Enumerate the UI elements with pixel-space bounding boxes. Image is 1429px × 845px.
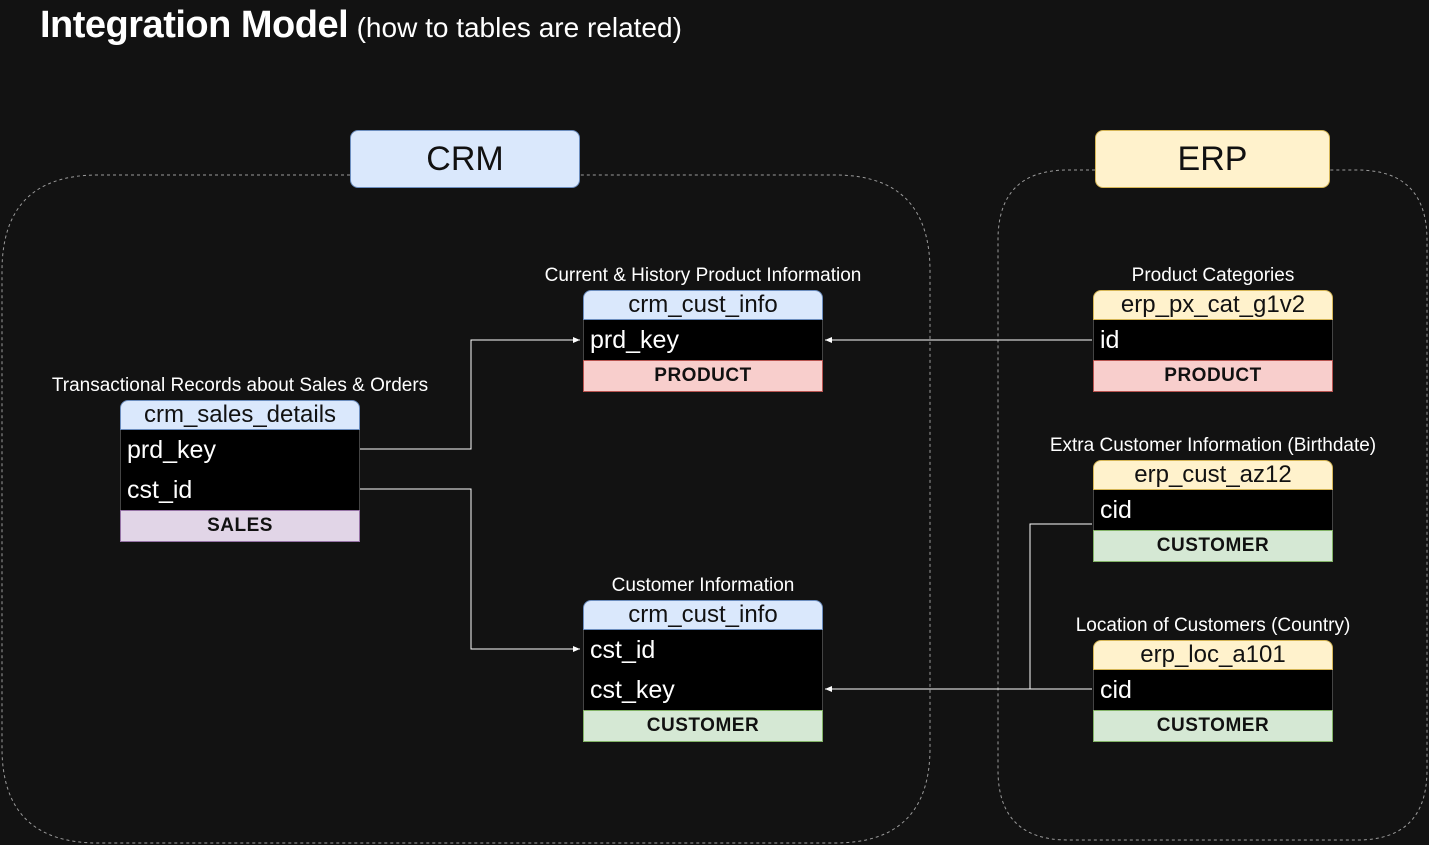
prd-caption: Current & History Product Information <box>544 265 862 286</box>
table-name: erp_px_cat_g1v2 <box>1093 290 1333 320</box>
table-name: crm_sales_details <box>120 400 360 430</box>
cust-caption: Customer Information <box>611 575 795 596</box>
field-cst-key: cst_key <box>590 676 675 704</box>
sales-tag: SALES <box>120 510 360 542</box>
crm-group-boundary <box>1 174 931 844</box>
connector-az12-cid <box>1029 523 1092 689</box>
table-name: crm_cust_info <box>583 600 823 630</box>
field-prd-key: prd_key <box>127 436 216 464</box>
table-name: erp_cust_az12 <box>1093 460 1333 490</box>
diagram-title: Integration Model (how to tables are rel… <box>40 4 682 47</box>
connector-sales-prd-key <box>360 337 580 450</box>
customer-tag: CUSTOMER <box>583 710 823 742</box>
table-erp-loc-a101[interactable]: erp_loc_a101 cid CUSTOMER <box>1093 640 1333 742</box>
pxcat-caption: Product Categories <box>1131 265 1295 286</box>
table-name: erp_loc_a101 <box>1093 640 1333 670</box>
erp-group-boundary <box>997 169 1428 841</box>
customer-tag: CUSTOMER <box>1093 530 1333 562</box>
title-main: Integration Model <box>40 4 349 46</box>
field-cid: cid <box>1100 496 1132 524</box>
table-crm-cust-info[interactable]: crm_cust_info cst_id cst_key CUSTOMER <box>583 600 823 742</box>
connector-sales-cst-id <box>360 488 580 652</box>
az12-caption: Extra Customer Information (Birthdate) <box>1049 435 1377 456</box>
table-erp-px-cat-g1v2[interactable]: erp_px_cat_g1v2 id PRODUCT <box>1093 290 1333 392</box>
product-tag: PRODUCT <box>583 360 823 392</box>
field-cst-id: cst_id <box>590 636 656 664</box>
crm-group-label: CRM <box>350 130 580 188</box>
table-crm-sales-details[interactable]: crm_sales_details prd_key cst_id SALES <box>120 400 360 542</box>
erp-group-label: ERP <box>1095 130 1330 188</box>
product-tag: PRODUCT <box>1093 360 1333 392</box>
title-subtitle: (how to tables are related) <box>356 12 682 43</box>
customer-tag: CUSTOMER <box>1093 710 1333 742</box>
sales-caption: Transactional Records about Sales & Orde… <box>51 375 429 396</box>
table-name: crm_cust_info <box>583 290 823 320</box>
field-cid: cid <box>1100 676 1132 704</box>
field-id: id <box>1100 326 1120 354</box>
loc-caption: Location of Customers (Country) <box>1075 615 1351 636</box>
field-cst-id: cst_id <box>127 476 193 504</box>
table-erp-cust-az12[interactable]: erp_cust_az12 cid CUSTOMER <box>1093 460 1333 562</box>
table-crm-prd-info[interactable]: crm_cust_info prd_key PRODUCT <box>583 290 823 392</box>
field-prd-key: prd_key <box>590 326 679 354</box>
